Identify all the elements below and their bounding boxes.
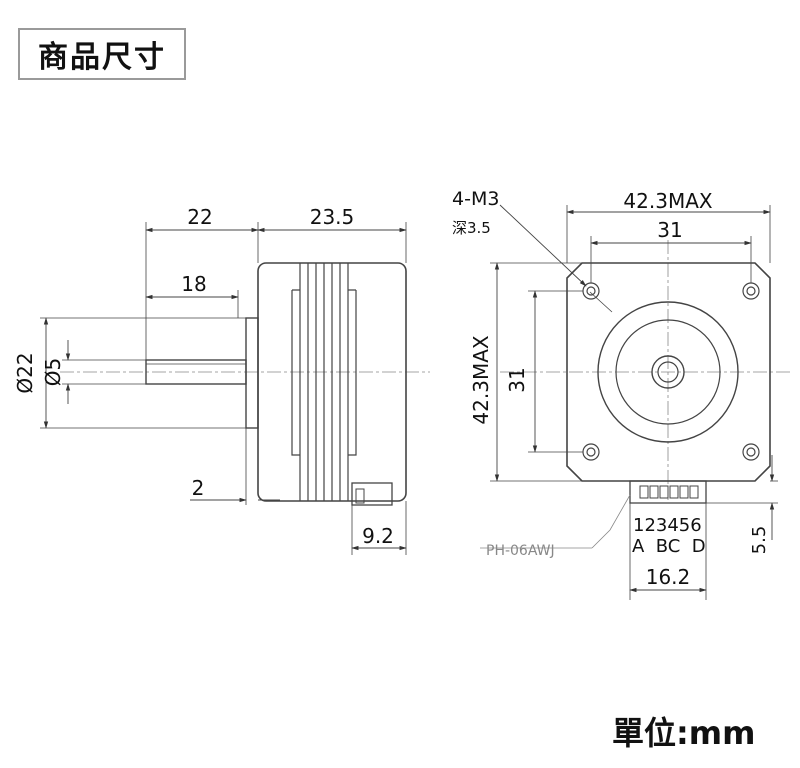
- unit-label: 單位:mm: [612, 714, 756, 752]
- dim-height-max: 42.3MAX: [469, 335, 493, 424]
- front-connector: [629, 480, 707, 504]
- dim-connector-offset: 9.2: [362, 524, 394, 548]
- front-body: [566, 262, 771, 482]
- body-ribs: [291, 263, 357, 501]
- pin-numbers-label: 123456: [633, 515, 702, 536]
- connector-model-label: PH-06AWJ: [486, 543, 555, 559]
- side-view: [40, 222, 430, 555]
- pin-phases-label: A BC D: [632, 536, 706, 557]
- title-label: 商品尺寸: [18, 28, 186, 80]
- motor-shaft: [145, 359, 247, 385]
- front-view: [480, 204, 790, 600]
- dim-connector-width: 16.2: [646, 565, 691, 589]
- screw-depth-label: 深3.5: [452, 219, 491, 237]
- dim-connector-height: 5.5: [749, 526, 770, 555]
- dim-width-max: 42.3MAX: [623, 189, 712, 213]
- screw-spec-label: 4-M3: [452, 188, 499, 210]
- dim-shaft-length: 22: [187, 205, 212, 229]
- dim-flange-diameter: Ø22: [13, 352, 37, 393]
- dim-shaft-flat-length: 18: [181, 272, 206, 296]
- connector-pins: [639, 485, 699, 499]
- dim-hole-spacing-horizontal: 31: [657, 218, 682, 242]
- side-connector: [351, 482, 393, 506]
- dim-hole-spacing-vertical: 31: [505, 367, 529, 392]
- front-shaft-circle: [651, 355, 685, 389]
- flange-boss: [245, 317, 259, 429]
- dim-flange-thickness: 2: [192, 476, 205, 500]
- front-flange-circle: [597, 301, 739, 443]
- dim-shaft-diameter: Ø5: [41, 358, 65, 386]
- dim-body-length: 23.5: [310, 205, 355, 229]
